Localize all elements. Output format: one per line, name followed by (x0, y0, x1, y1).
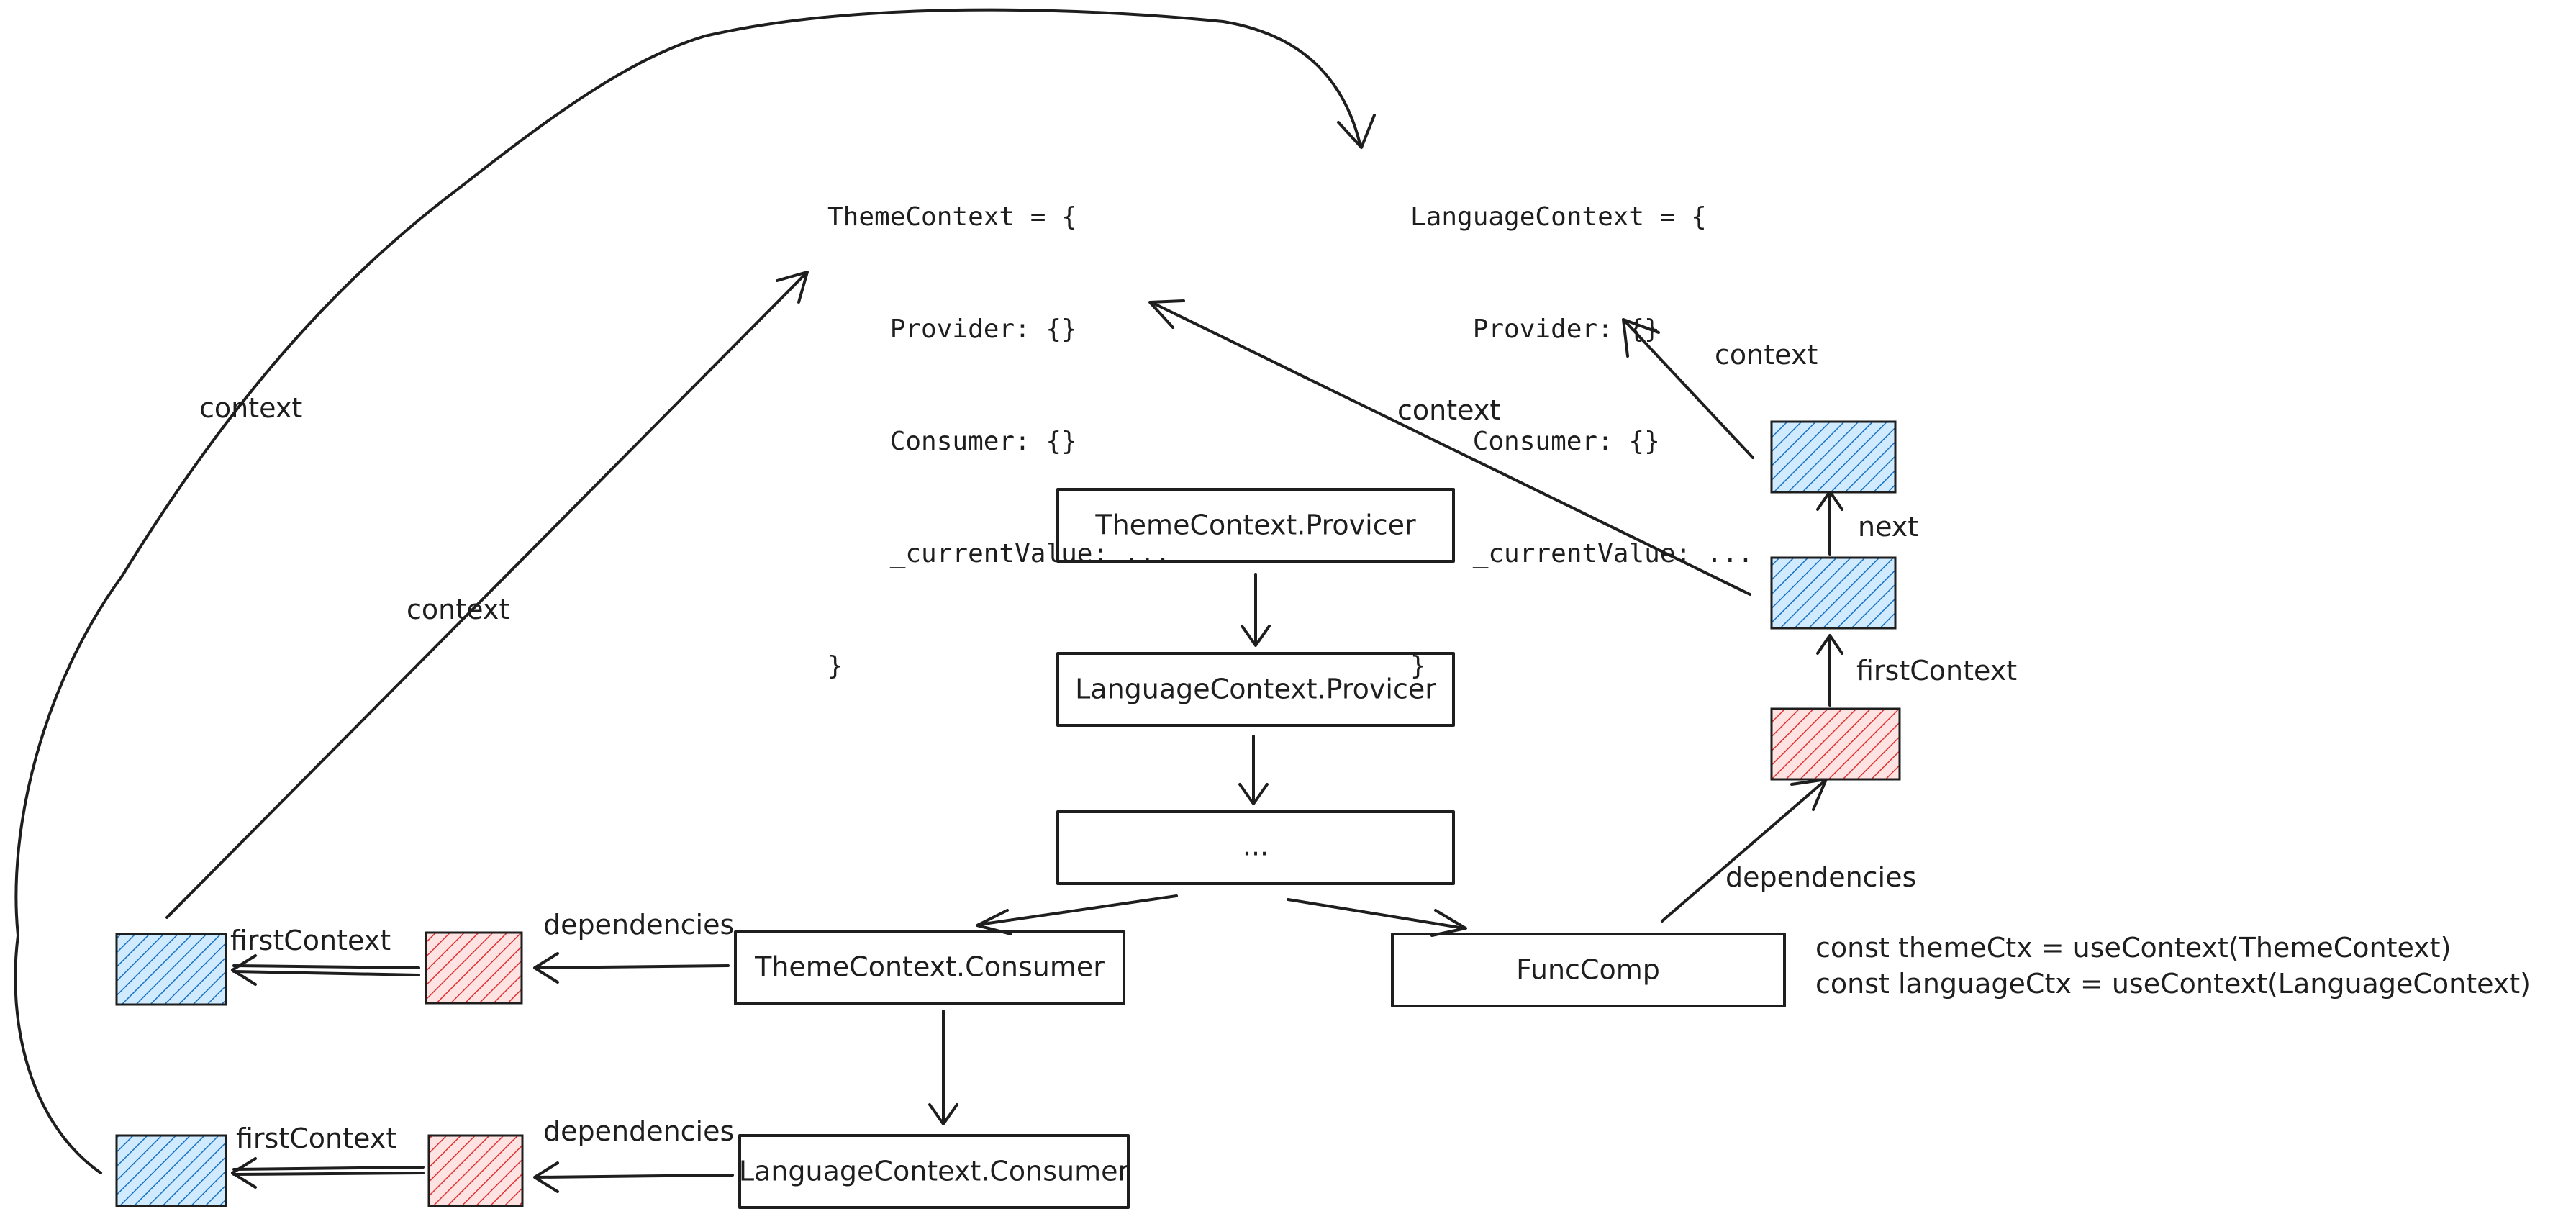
theme-context-object: ThemeContext = { Provider: {} Consumer: … (827, 124, 1171, 722)
language-consumer-dependency-node (427, 1134, 524, 1207)
funccomp-theme-context-arrowhead (1148, 299, 1185, 329)
funccomp-theme-context-arrow (1150, 301, 1751, 596)
funccomp-box (1391, 933, 1786, 1007)
language-consumer-dependencies-arrowhead (533, 1161, 559, 1193)
first-context-label-language: firstContext (236, 1123, 396, 1154)
theme-context-line: _currentValue: ... (827, 539, 1171, 568)
funccomp-first-context-node (1770, 556, 1897, 630)
language-first-context-arrow-double (232, 1166, 425, 1171)
theme-consumer-context-node (115, 933, 227, 1006)
language-context-line: Provider: {} (1410, 314, 1660, 344)
to-theme-consumer-arrow (977, 894, 1178, 926)
dependencies-label-theme: dependencies (543, 909, 734, 941)
funccomp-label: FuncComp (1516, 954, 1660, 986)
language-context-line: Consumer: {} (1410, 427, 1660, 456)
theme-context-line: Consumer: {} (827, 427, 1077, 456)
language-provider-box (1056, 652, 1455, 727)
language-first-context-arrowhead (231, 1157, 257, 1189)
funccomp-dependency-node (1770, 707, 1901, 781)
language-consumer-context-node (115, 1134, 227, 1207)
first-context-arrowhead-right (1816, 634, 1843, 655)
context-label-funccomp-language: context (1715, 339, 1818, 371)
provider-chain-arrowhead-2 (1238, 783, 1269, 805)
theme-consumer-label: ThemeContext.Consumer (754, 951, 1105, 983)
first-context-label-theme: firstContext (230, 925, 391, 956)
language-consumer-box (738, 1134, 1130, 1209)
theme-consumer-context-arrowhead (776, 271, 809, 304)
code-line-language: const languageCtx = useContext(LanguageC… (1815, 968, 2531, 1000)
theme-consumer-dependency-node (425, 931, 523, 1005)
theme-consumer-dependencies-arrow (535, 964, 730, 969)
language-context-line: LanguageContext = { (1410, 202, 1707, 232)
context-curve-arrow (14, 8, 1361, 1174)
language-context-object: LanguageContext = { Provider: {} Consume… (1410, 124, 1754, 722)
next-label: next (1858, 511, 1918, 543)
theme-consumer-context-arrow (165, 272, 807, 919)
code-line-theme: const themeCtx = useContext(ThemeContext… (1815, 932, 2451, 964)
theme-first-context-arrow (232, 970, 420, 976)
language-context-line: _currentValue: ... (1410, 539, 1754, 568)
context-label-theme-consumer: context (407, 594, 509, 625)
first-context-label-funccomp: firstContext (1856, 655, 2017, 686)
to-language-consumer-arrowhead (928, 1103, 958, 1125)
theme-provider-label: ThemeContext.Provicer (1094, 509, 1416, 541)
theme-context-line: Provider: {} (827, 314, 1077, 344)
context-curve-arrowhead (1337, 114, 1376, 149)
theme-first-context-arrowhead (231, 954, 257, 986)
dependencies-label-language: dependencies (543, 1115, 734, 1147)
theme-first-context-arrow-double (232, 964, 420, 969)
funccomp-next-context-node (1770, 420, 1897, 494)
theme-context-line: } (827, 651, 843, 681)
dependencies-label-funccomp: dependencies (1725, 861, 1916, 893)
language-consumer-dependencies-arrow (535, 1174, 734, 1179)
language-first-context-arrow (232, 1172, 425, 1176)
language-context-line: } (1410, 651, 1426, 681)
funccomp-dependencies-arrow (1661, 779, 1826, 923)
funccomp-language-context-arrow (1623, 320, 1754, 459)
theme-consumer-dependencies-arrowhead (533, 952, 559, 984)
context-label-funccomp-theme: context (1397, 394, 1500, 426)
theme-consumer-box (734, 930, 1125, 1005)
ellipsis-box (1056, 810, 1455, 885)
to-funccomp-arrow (1287, 898, 1466, 930)
language-provider-label: LanguageContext.Provicer (1075, 674, 1436, 705)
provider-chain-arrowhead-1 (1241, 625, 1271, 647)
context-label-curve: context (199, 392, 302, 424)
language-consumer-label: LanguageContext.Consumer (739, 1156, 1130, 1187)
ellipsis-label: ... (1243, 830, 1269, 862)
theme-context-line: ThemeContext = { (827, 202, 1077, 232)
theme-provider-box (1056, 488, 1455, 563)
funccomp-language-context-arrowhead (1622, 318, 1660, 358)
